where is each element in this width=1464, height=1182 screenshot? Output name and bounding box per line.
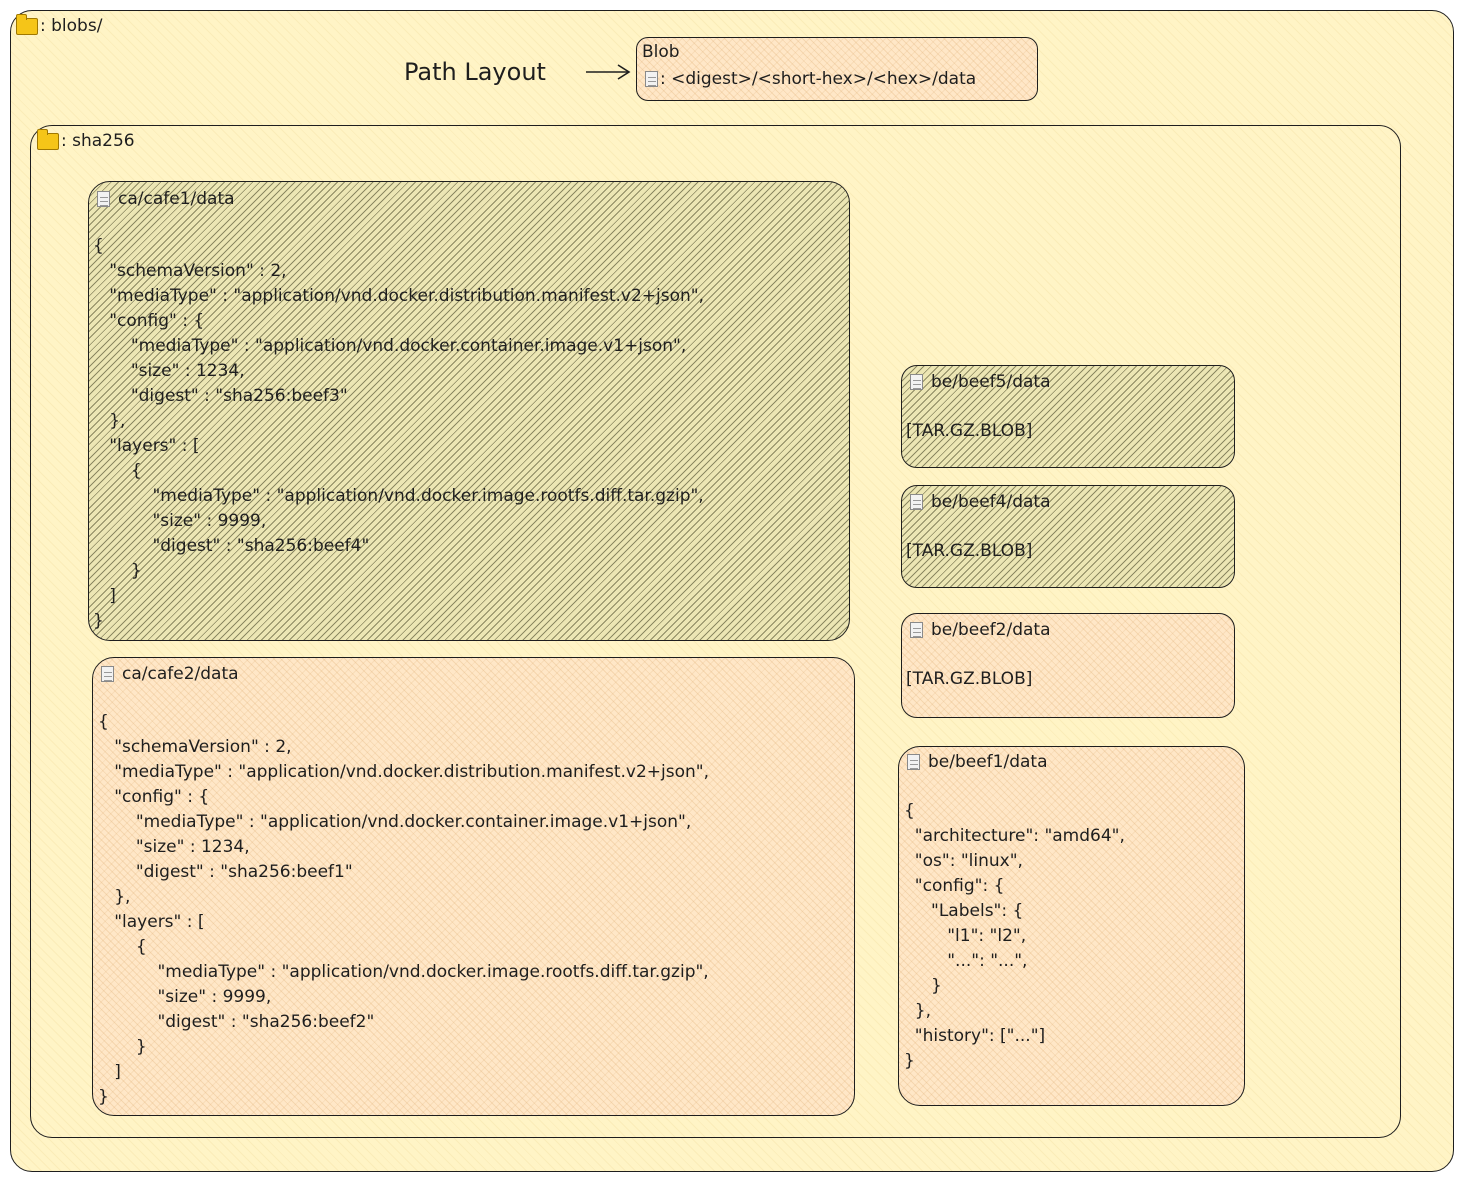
path-layout-blob-label: Blob <box>642 42 680 62</box>
file-cafe2-header: ca/cafe2/data <box>101 664 239 684</box>
file-beef5: be/beef5/data [TAR.GZ.BLOB] <box>901 365 1235 468</box>
sha256-folder-title: : sha256 <box>61 131 135 151</box>
path-layout-title: Path Layout <box>404 58 546 86</box>
folder-icon <box>16 13 38 35</box>
file-beef2-title: be/beef2/data <box>931 620 1051 640</box>
file-beef4-title: be/beef4/data <box>931 492 1051 512</box>
sha256-folder-label: : sha256 <box>37 128 135 151</box>
blobs-folder-title: : blobs/ <box>40 16 103 36</box>
blobs-folder-label: : blobs/ <box>16 13 103 36</box>
file-beef2-content: [TAR.GZ.BLOB] <box>906 669 1033 689</box>
path-layout-arrow <box>586 64 631 80</box>
document-icon <box>910 622 923 638</box>
file-cafe1-title: ca/cafe1/data <box>118 189 235 209</box>
document-icon <box>907 754 920 770</box>
file-beef5-header: be/beef5/data <box>910 372 1051 392</box>
file-beef1-content: { "architecture": "amd64", "os": "linux"… <box>904 801 1125 1071</box>
file-beef4-header: be/beef4/data <box>910 492 1051 512</box>
file-beef4: be/beef4/data [TAR.GZ.BLOB] <box>901 485 1235 588</box>
file-cafe2-content: { "schemaVersion" : 2, "mediaType" : "ap… <box>98 712 710 1107</box>
file-beef5-content: [TAR.GZ.BLOB] <box>906 421 1033 441</box>
file-beef1-header: be/beef1/data <box>907 752 1048 772</box>
file-cafe2-title: ca/cafe2/data <box>122 664 239 684</box>
file-beef1: be/beef1/data { "architecture": "amd64",… <box>898 746 1245 1106</box>
path-layout-blob-box: Blob : <digest>/<short-hex>/<hex>/data <box>636 37 1038 101</box>
document-icon <box>645 71 658 87</box>
document-icon <box>910 374 923 390</box>
file-beef2: be/beef2/data [TAR.GZ.BLOB] <box>901 613 1235 718</box>
file-cafe1: ca/cafe1/data { "schemaVersion" : 2, "me… <box>88 181 850 641</box>
file-beef5-title: be/beef5/data <box>931 372 1051 392</box>
path-layout-blob-path-row: : <digest>/<short-hex>/<hex>/data <box>645 69 976 89</box>
document-icon <box>101 666 114 682</box>
file-cafe2: ca/cafe2/data { "schemaVersion" : 2, "me… <box>92 657 855 1116</box>
file-beef2-header: be/beef2/data <box>910 620 1051 640</box>
document-icon <box>97 191 110 207</box>
file-beef4-content: [TAR.GZ.BLOB] <box>906 541 1033 561</box>
file-cafe1-content: { "schemaVersion" : 2, "mediaType" : "ap… <box>93 236 705 631</box>
document-icon <box>910 494 923 510</box>
file-beef1-title: be/beef1/data <box>928 752 1048 772</box>
folder-icon <box>37 128 59 150</box>
path-layout-blob-path: : <digest>/<short-hex>/<hex>/data <box>660 69 977 89</box>
file-cafe1-header: ca/cafe1/data <box>97 189 235 209</box>
